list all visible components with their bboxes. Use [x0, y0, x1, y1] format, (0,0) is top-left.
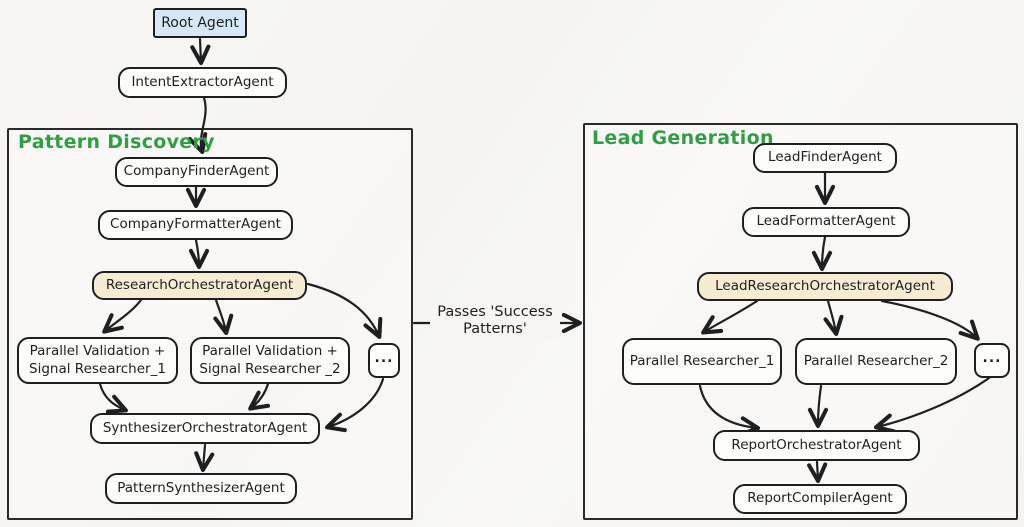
node-synthesizer-orchestrator-agent: SynthesizerOrchestratorAgent [90, 413, 320, 444]
node-research-orchestrator-agent: ResearchOrchestratorAgent [92, 271, 307, 300]
node-intent-extractor-agent: IntentExtractorAgent [118, 67, 287, 98]
node-lead-ellipsis: ... [974, 343, 1010, 378]
edge-orchestrator-to-researcher1 [102, 298, 143, 334]
node-parallel-validation-researcher-1: Parallel Validation + Signal Researcher_… [17, 337, 178, 384]
edge-orchestrator-to-researcher2 [213, 298, 234, 336]
edge-intent-to-companyfinder [187, 96, 208, 154]
edge-leadorch-to-presearcher2 [823, 299, 844, 337]
edge-root-to-intent [190, 37, 211, 66]
node-parallel-validation-researcher-2: Parallel Validation + Signal Researcher … [190, 337, 350, 384]
edge-presearcher2-to-reportorch [807, 384, 829, 429]
pattern-discovery-title: Pattern Discovery [18, 131, 215, 153]
edge-leadorch-to-presearcher1 [701, 299, 759, 335]
node-root-agent: Root Agent [153, 8, 247, 38]
edge-researcher2-to-synth [248, 382, 271, 411]
edge-reportorch-to-compiler [807, 460, 828, 484]
edge-orchestrator-to-dots [306, 282, 383, 339]
cross-link-label: Passes 'Success Patterns' [430, 303, 560, 340]
lead-generation-title: Lead Generation [592, 127, 774, 149]
edge-dots-to-synth [325, 377, 385, 433]
edge-formatter-to-orchestrator [188, 238, 210, 270]
node-lead-formatter-agent: LeadFormatterAgent [742, 207, 910, 237]
node-pattern-ellipsis: ... [368, 343, 400, 378]
node-report-orchestrator-agent: ReportOrchestratorAgent [713, 430, 920, 461]
edge-presearcher1-to-reportorch [698, 384, 761, 437]
node-parallel-researcher-1: Parallel Researcher_1 [622, 338, 782, 385]
node-report-compiler-agent: ReportCompilerAgent [733, 484, 907, 514]
node-company-formatter-agent: CompanyFormatterAgent [98, 210, 293, 240]
edge-synth-to-patternsynth [194, 443, 215, 473]
edge-dots-to-reportorch [874, 376, 991, 434]
node-pattern-synthesizer-agent: PatternSynthesizerAgent [105, 473, 297, 504]
edge-leadformatter-to-leadorch [811, 235, 833, 272]
node-company-finder-agent: CompanyFinderAgent [115, 157, 278, 187]
node-lead-research-orchestrator-agent: LeadResearchOrchestratorAgent [697, 272, 953, 301]
node-lead-finder-agent: LeadFinderAgent [753, 143, 897, 173]
node-parallel-researcher-2: Parallel Researcher_2 [795, 338, 957, 385]
edge-researcher1-to-synth [98, 382, 128, 414]
edge-leadorch-to-dots [880, 299, 980, 341]
